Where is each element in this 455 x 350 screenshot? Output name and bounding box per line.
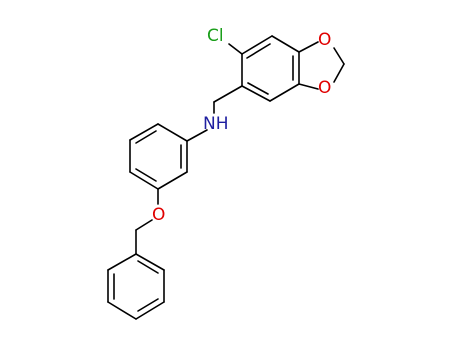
bond	[271, 35, 300, 53]
bond	[333, 47, 345, 65]
bond	[228, 43, 243, 55]
bond	[129, 123, 159, 141]
bond	[135, 253, 165, 271]
aniline-ring	[129, 123, 188, 190]
double-bond	[137, 298, 159, 312]
bond	[107, 253, 137, 271]
bond	[129, 171, 159, 190]
bond	[135, 219, 153, 231]
bond	[241, 85, 271, 102]
oxygen-label-ether: O	[152, 205, 165, 225]
benzyl-ring	[107, 253, 165, 320]
bond	[157, 123, 188, 142]
double-bond	[135, 168, 157, 182]
bond	[157, 171, 188, 190]
dioxole-ring	[298, 41, 345, 90]
benzodioxole-ring	[241, 35, 300, 102]
bond	[107, 301, 137, 320]
bond	[269, 83, 300, 102]
oxygen-label-top: O	[318, 30, 331, 50]
bond	[135, 301, 165, 320]
bond	[298, 41, 319, 53]
oxygen-label-bottom: O	[318, 78, 331, 98]
bond	[333, 63, 345, 83]
nitrogen-label: NH	[203, 114, 229, 134]
bond	[213, 85, 243, 103]
chlorine-label: Cl	[207, 26, 224, 46]
double-bond	[246, 43, 271, 59]
double-bond	[247, 82, 269, 95]
double-bond	[135, 130, 157, 144]
bond	[298, 83, 319, 90]
double-bond	[137, 260, 159, 274]
bond	[186, 129, 208, 142]
bond	[241, 35, 273, 55]
